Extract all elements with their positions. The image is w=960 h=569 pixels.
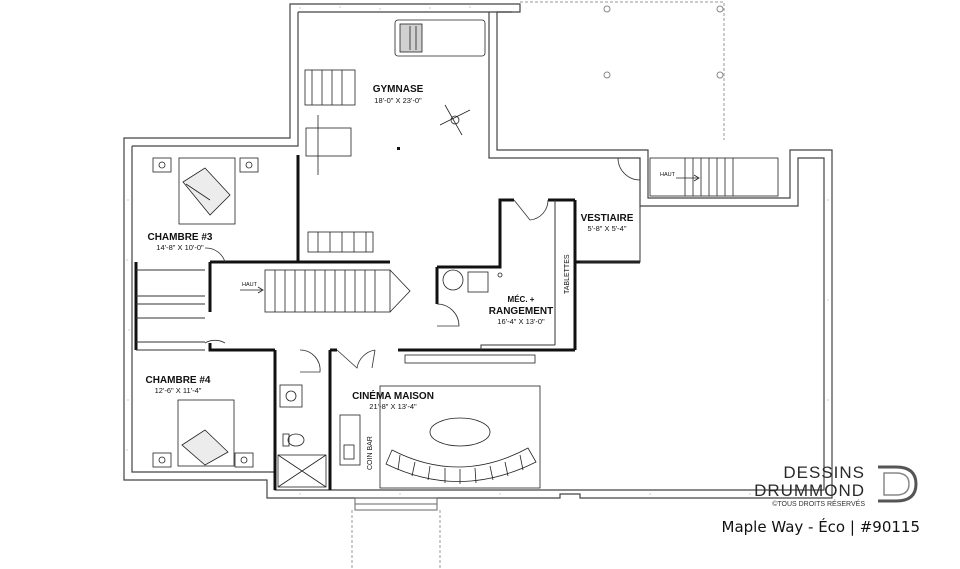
bar-label: COIN BAR (367, 436, 374, 470)
mech-dims: 16'-4" X 13'-0" (497, 317, 545, 326)
main-stairs (240, 269, 411, 313)
gym-equipment (304, 19, 486, 253)
brand-logo-icon (878, 465, 918, 503)
bedroom4-name: CHAMBRE #4 (145, 375, 210, 386)
mech-name-line1: MÉC. + (508, 295, 535, 304)
gym-name: GYMNASE (373, 84, 424, 95)
side-stairs (649, 157, 779, 197)
gym-dims: 18'-0" X 23'-0" (374, 96, 422, 105)
bedroom3-name: CHAMBRE #3 (147, 232, 212, 243)
mech-equipment (442, 269, 503, 293)
main-stairs-up-label: HAUT (242, 282, 258, 288)
exterior-walls (123, 3, 833, 499)
bedroom4-furniture (152, 399, 254, 468)
entry-step (354, 497, 438, 511)
bedroom3-furniture (152, 157, 259, 225)
doors (204, 157, 641, 373)
bedroom4-dims: 12'-6" X 11'-4" (155, 386, 202, 395)
wall-speckle (126, 6, 829, 495)
cinema-dims: 21'-8" X 13'-4" (369, 402, 417, 411)
brand-rights: ©TOUS DROITS RÉSERVÉS (772, 501, 865, 508)
brand-line2: DRUMMOND (754, 481, 865, 500)
plan-caption: Maple Way - Éco | #90115 (721, 518, 921, 536)
cinema-room (339, 385, 541, 489)
closet-dims: 5'-8" X 5'-4" (587, 224, 626, 233)
gym-floor-drain (397, 147, 400, 150)
bedroom3-dims: 14'-8" X 10'-0" (156, 243, 204, 252)
cinema-name: CINÉMA MAISON (352, 389, 434, 402)
bathroom-fixtures (277, 384, 327, 488)
brand-line1: DESSINS (783, 463, 865, 482)
patio-posts (603, 5, 724, 79)
shelves-label: TABLETTES (564, 254, 571, 294)
mech-name-line2: RANGEMENT (489, 306, 553, 317)
closet-name: VESTIAIRE (581, 213, 634, 224)
shelves (404, 354, 536, 364)
interior-thin-walls (136, 200, 641, 351)
patio-outline (351, 1, 725, 569)
side-stairs-up-label: HAUT (660, 172, 676, 178)
